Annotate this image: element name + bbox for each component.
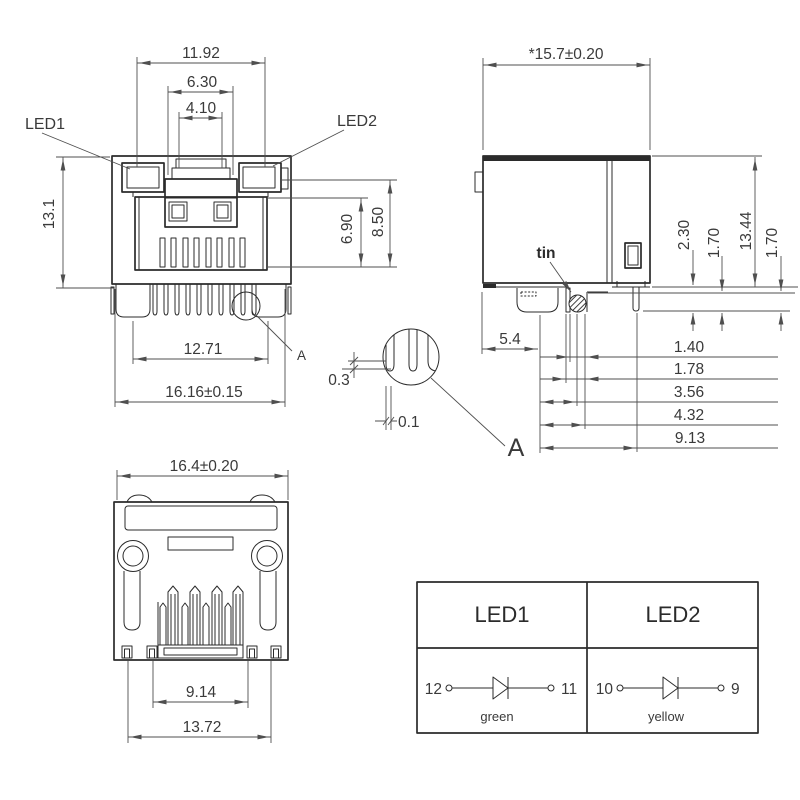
detail-a-label-leader: [431, 378, 505, 446]
bottom-center-tab: [168, 537, 233, 550]
dim-coplanarity: 0.1: [398, 414, 420, 431]
bottom-view: 16.4±0.20 9.14 13.72: [114, 458, 288, 743]
led2-color: yellow: [648, 709, 685, 724]
dim-v-2: 13.44: [738, 211, 755, 250]
dim-row-2: 3.56: [674, 384, 704, 401]
tin-label: tin: [537, 245, 556, 262]
dim-width-top: 11.92: [182, 45, 220, 62]
led2-diode-symbol: 10 9 yellow: [596, 677, 740, 724]
dim-width-latch: 4.10: [186, 100, 217, 117]
dim-v-0: 2.30: [676, 220, 693, 251]
dim-row-4: 9.13: [675, 430, 705, 447]
led2-pin-left: 10: [596, 681, 614, 698]
bottom-contact-comb: [158, 586, 243, 658]
front-solder-teeth: [153, 284, 256, 315]
led-table-dividers: [417, 582, 758, 733]
front-view: 11.92 6.30 4.10 13.1 6.90 8.50: [25, 45, 397, 407]
led-table: LED1 LED2 12 11 green 10 9 yellow: [417, 582, 758, 733]
bottom-top-bumps: [127, 495, 275, 502]
dim-height-left: 13.1: [41, 199, 58, 229]
front-view-dimensions: 11.92 6.30 4.10 13.1 6.90 8.50: [25, 45, 397, 407]
dim-offset: 5.4: [499, 331, 521, 348]
front-feet-and-pins: [111, 284, 292, 351]
led1-header: LED1: [474, 602, 529, 627]
bottom-solder-feet: [122, 646, 281, 658]
detail-ref-large: A: [508, 434, 525, 462]
detail-a-source-circle: [232, 292, 260, 320]
dim-row-3: 4.32: [674, 407, 704, 424]
dim-width-feet: 12.71: [184, 341, 223, 358]
side-view: tin *15.7±0.20 2.30 1.70 13.44: [475, 46, 798, 453]
led1-label: LED1: [25, 116, 65, 133]
led1-color: green: [480, 709, 513, 724]
dim-v-1: 1.70: [706, 228, 723, 259]
led2-pin-right: 9: [731, 681, 740, 698]
detail-dim-03: 0.3: [328, 352, 391, 389]
bottom-body-outline: [114, 502, 288, 660]
led2-label: LED2: [337, 113, 377, 130]
dim-thickness: 0.3: [328, 372, 350, 389]
side-view-dimensions: *15.7±0.20 2.30 1.70 13.44 1.70 5.4: [482, 46, 798, 453]
led1-window: [122, 163, 164, 197]
latch-foot: [517, 288, 558, 312]
dim-height-outer: 8.50: [370, 207, 387, 238]
detail-a-leader: [257, 316, 292, 351]
tin-leader: [550, 262, 571, 292]
side-divider: [607, 161, 612, 283]
mounting-post-right: [252, 541, 283, 631]
rear-pin: [633, 287, 639, 311]
detail-a-view: 0.3 0.1 A: [328, 326, 525, 462]
dim-post-span: 13.72: [183, 719, 222, 736]
dim-v-3: 1.70: [764, 228, 781, 259]
detail-a-circle: [383, 329, 439, 385]
bottom-view-dimensions: 16.4±0.20 9.14 13.72: [117, 458, 288, 743]
dim-depth: *15.7±0.20: [529, 46, 604, 63]
led2-header: LED2: [645, 602, 700, 627]
detail-a-pins: [386, 326, 440, 371]
detail-ref-small: A: [297, 348, 306, 363]
mounting-post-left: [118, 541, 149, 631]
bottom-front-lip: [125, 506, 277, 530]
side-body-top-wall: [483, 156, 650, 161]
plug-cavity: [135, 179, 267, 270]
dim-row-1: 1.78: [674, 361, 704, 378]
led1-pin-left: 12: [425, 681, 442, 698]
contact-slots: [160, 238, 245, 267]
dim-width-mid: 6.30: [187, 74, 218, 91]
tin-solder-ball: [569, 295, 586, 312]
dim-width-overall: 16.16±0.15: [165, 384, 242, 401]
dim-height-inner: 6.90: [339, 214, 356, 245]
side-panel-tab: [475, 172, 483, 192]
dim-row-0: 1.40: [674, 339, 705, 356]
side-bottom-features: [483, 281, 650, 312]
led2-window: [239, 163, 288, 197]
led1-diode-symbol: 12 11 green: [425, 677, 577, 724]
side-led-block: [625, 243, 641, 268]
dim-pin-span: 9.14: [186, 684, 217, 701]
led1-pin-right: 11: [561, 681, 577, 698]
detail-dim-01: 0.1: [375, 386, 420, 431]
dim-bottom-overall: 16.4±0.20: [170, 458, 239, 475]
